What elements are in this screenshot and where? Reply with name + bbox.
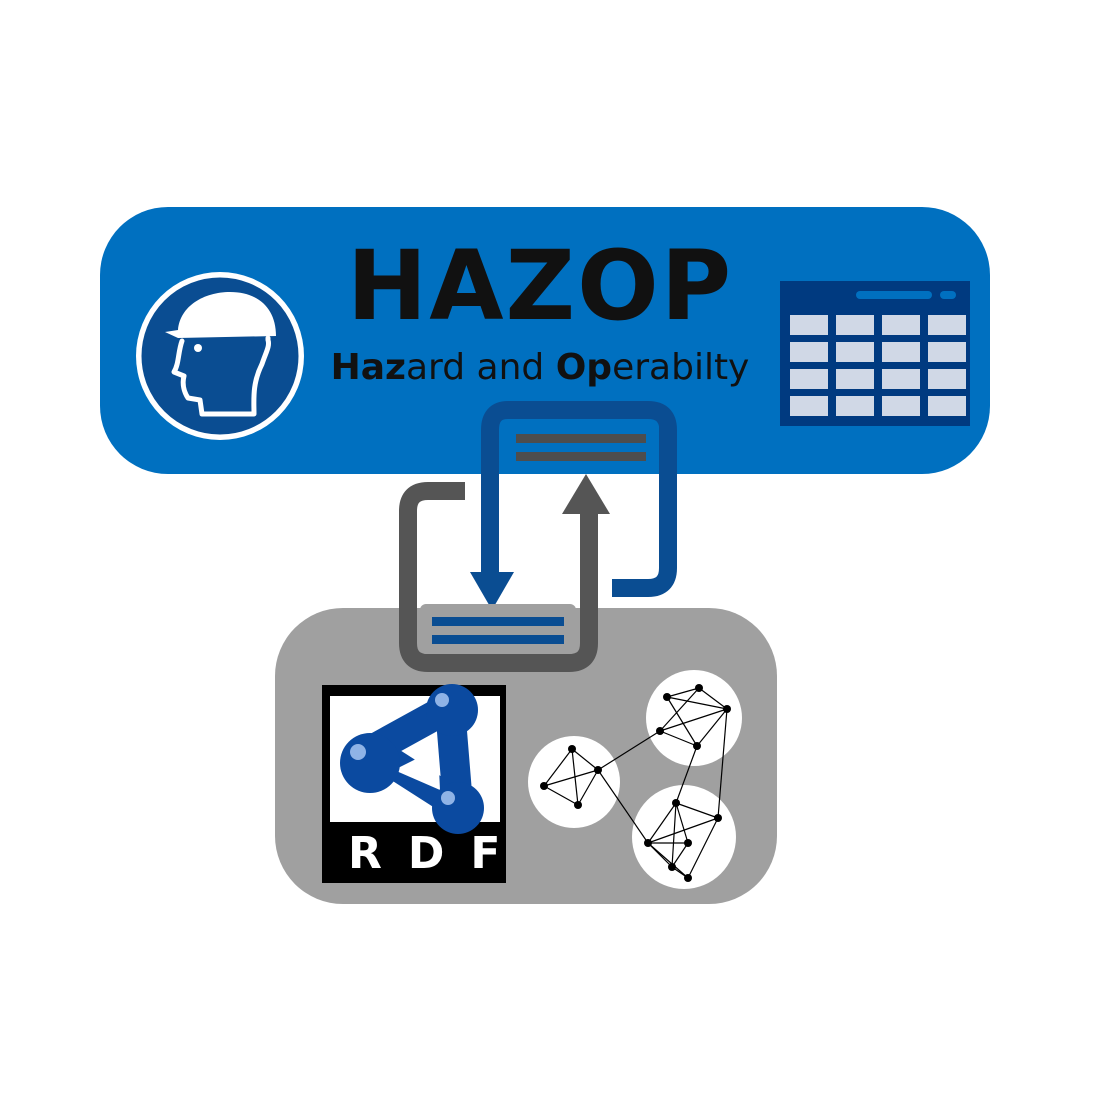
hazop-panel <box>100 207 990 474</box>
table-cell <box>928 342 966 362</box>
table-cell <box>790 315 828 335</box>
document-icon-bottom <box>420 604 576 654</box>
table-cell <box>882 369 920 389</box>
hazop-subtitle-part: Op <box>555 347 613 388</box>
knowledge-graph-icon <box>528 670 742 889</box>
table-cell <box>882 396 920 416</box>
table-cell <box>928 396 966 416</box>
table-cell <box>836 342 874 362</box>
rdf-logo-icon <box>322 684 506 883</box>
table-cell <box>928 369 966 389</box>
hazop-subtitle-part: Haz <box>330 347 406 388</box>
hazop-title: HAZOP <box>346 230 734 342</box>
hazop-subtitle-part: ard and <box>406 347 556 388</box>
document-icon-top <box>507 421 659 471</box>
rdf-label: RDF <box>348 828 527 879</box>
table-cell <box>836 369 874 389</box>
hazop-subtitle-part: erabilty <box>612 347 750 388</box>
table-cell <box>790 396 828 416</box>
hard-hat-head-icon <box>136 272 304 440</box>
table-cell <box>882 315 920 335</box>
table-cell <box>836 396 874 416</box>
table-cell <box>928 315 966 335</box>
table-cell <box>882 342 920 362</box>
table-cell <box>790 369 828 389</box>
table-cell <box>790 342 828 362</box>
hazop-subtitle: Hazard and Operabilty <box>290 350 790 386</box>
gray-arrow <box>399 474 610 672</box>
table-cell <box>836 315 874 335</box>
blue-arrow <box>470 401 677 610</box>
table-cells <box>790 315 966 416</box>
